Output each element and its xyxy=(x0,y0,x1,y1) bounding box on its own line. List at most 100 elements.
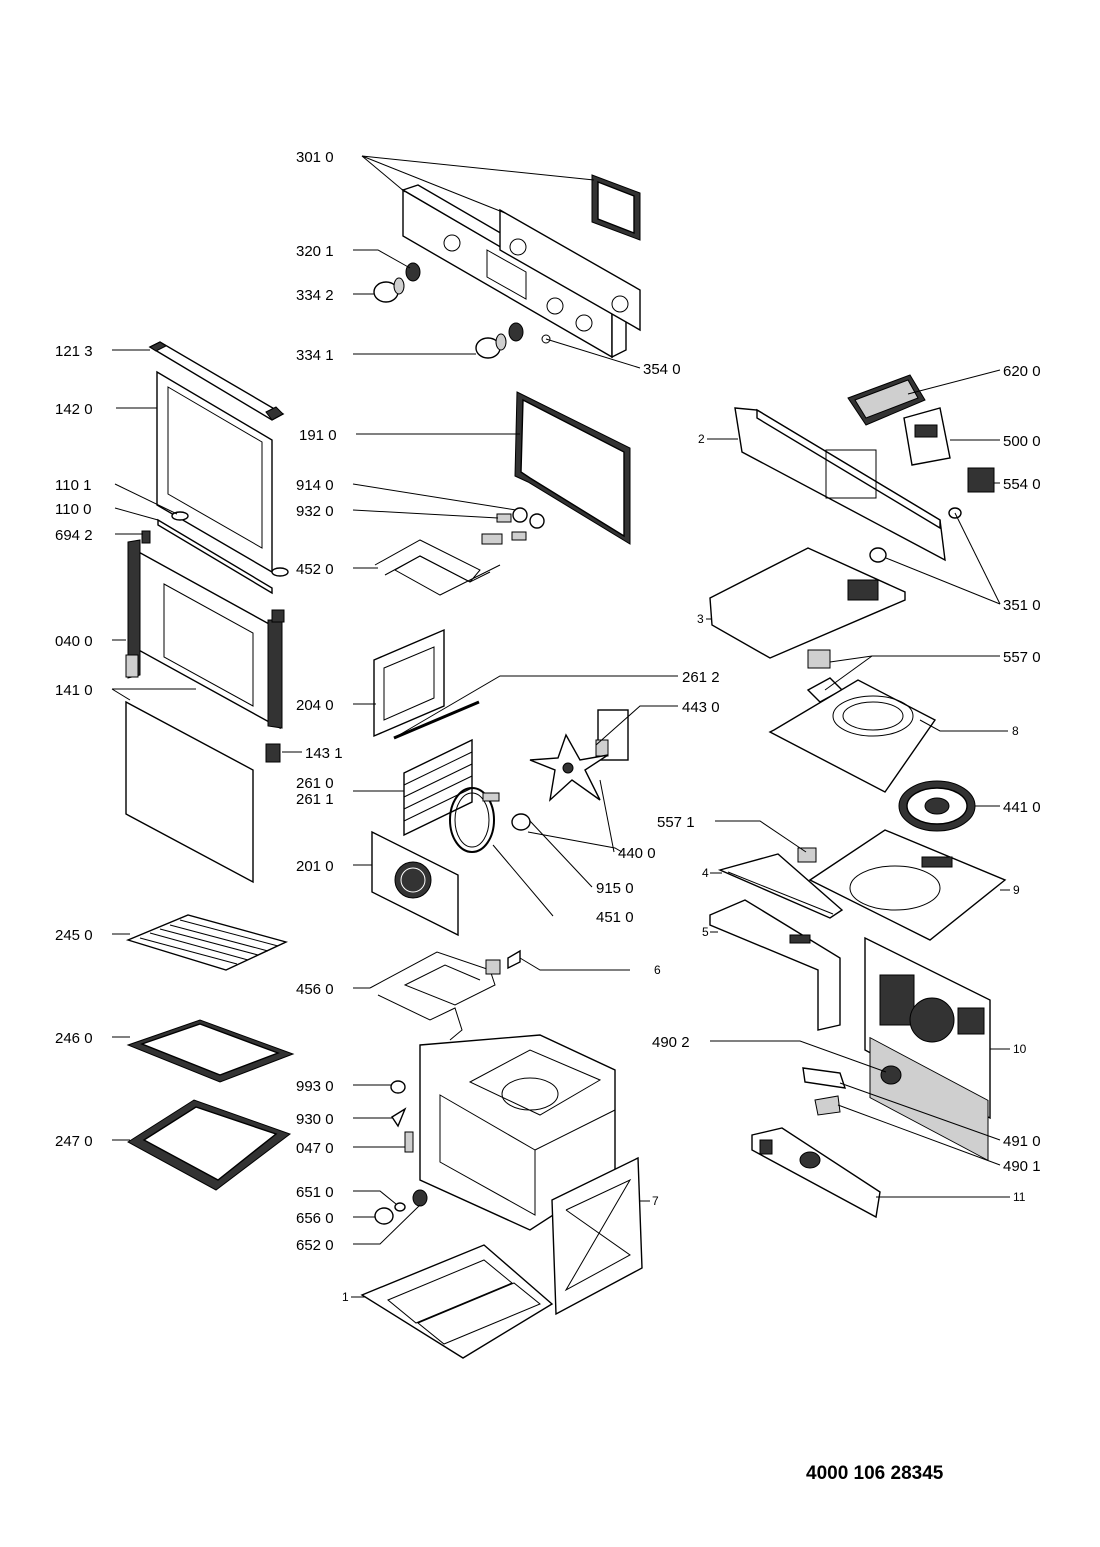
label-301-0: 301 0 xyxy=(296,149,334,166)
label-142-0: 142 0 xyxy=(55,401,93,418)
label-201-0: 201 0 xyxy=(296,858,334,875)
label-8: 8 xyxy=(1012,724,1019,738)
element-bracket xyxy=(507,949,521,970)
label-3: 3 xyxy=(697,612,704,626)
label-320-1: 320 1 xyxy=(296,243,334,260)
label-047-0: 047 0 xyxy=(296,1140,334,1157)
label-040-0: 040 0 xyxy=(55,633,93,650)
rear-panel xyxy=(864,936,991,1162)
label-121-3: 121 3 xyxy=(55,343,93,360)
label-915-0: 915 0 xyxy=(596,880,634,897)
knob-334-2 xyxy=(373,277,405,303)
label-932-0: 932 0 xyxy=(296,503,334,520)
control-glass-panel xyxy=(499,208,641,332)
label-10: 10 xyxy=(1013,1042,1027,1056)
label-451-0: 451 0 xyxy=(596,909,634,926)
door-hinge xyxy=(265,743,281,763)
label-914-0: 914 0 xyxy=(296,477,334,494)
label-2: 2 xyxy=(698,432,705,446)
label-500-0: 500 0 xyxy=(1003,433,1041,450)
label-694-2: 694 2 xyxy=(55,527,93,544)
label-6: 6 xyxy=(654,963,661,977)
part-labels: 301 0 320 1 334 2 334 1 354 0 121 3 142 … xyxy=(55,149,1041,1304)
leader-lines xyxy=(111,155,1010,1298)
label-261-1: 261 1 xyxy=(296,791,334,808)
air-duct xyxy=(717,853,844,919)
side-air-channel xyxy=(709,899,841,1031)
deep-tray xyxy=(127,1099,292,1191)
grill-heating-element xyxy=(374,533,503,596)
label-11: 11 xyxy=(1013,1190,1026,1204)
document-number: 4000 106 28345 xyxy=(806,1463,944,1484)
tangential-cooling-fan xyxy=(898,780,976,832)
label-110-0: 110 0 xyxy=(55,501,91,518)
label-652-0: 652 0 xyxy=(296,1237,334,1254)
label-246-0: 246 0 xyxy=(55,1030,93,1047)
label-452-0: 452 0 xyxy=(296,561,334,578)
bottom-heating-element xyxy=(369,951,501,1041)
label-247-0: 247 0 xyxy=(55,1133,93,1150)
label-490-1: 490 1 xyxy=(1003,1158,1041,1175)
label-993-0: 993 0 xyxy=(296,1078,334,1095)
label-7: 7 xyxy=(652,1194,659,1208)
right-side-panel xyxy=(551,1156,643,1316)
label-110-1: 110 1 xyxy=(55,477,91,494)
circular-heating-element xyxy=(449,787,500,853)
label-204-0: 204 0 xyxy=(296,697,334,714)
selector-switch xyxy=(967,467,995,493)
label-557-1: 557 1 xyxy=(657,814,695,831)
fan-nut xyxy=(511,813,531,831)
label-334-2: 334 2 xyxy=(296,287,334,304)
label-651-0: 651 0 xyxy=(296,1184,334,1201)
bottom-panel xyxy=(360,1244,554,1359)
label-334-1: 334 1 xyxy=(296,347,334,364)
top-insulation-panel xyxy=(808,829,1007,941)
safety-thermostat xyxy=(797,847,817,863)
label-141-0: 141 0 xyxy=(55,682,93,699)
label-245-0: 245 0 xyxy=(55,927,93,944)
lamp-parts xyxy=(496,507,545,541)
label-490-2: 490 2 xyxy=(652,1034,690,1051)
label-557-0: 557 0 xyxy=(1003,649,1041,666)
electrical-bracket xyxy=(751,1127,881,1219)
fan-motor xyxy=(595,709,629,761)
label-4: 4 xyxy=(702,866,709,880)
label-441-0: 441 0 xyxy=(1003,799,1041,816)
label-261-2: 261 2 xyxy=(682,669,720,686)
knob-334-1 xyxy=(475,322,524,359)
label-143-1: 143 1 xyxy=(305,745,343,762)
label-620-0: 620 0 xyxy=(1003,363,1041,380)
wire-shelf xyxy=(125,914,289,971)
label-656-0: 656 0 xyxy=(296,1210,334,1227)
terminal-block xyxy=(847,374,926,426)
door-top-trim xyxy=(148,341,285,421)
inner-door-glass xyxy=(125,700,254,884)
label-5: 5 xyxy=(702,925,709,939)
baking-tray xyxy=(126,1019,295,1083)
label-491-0: 491 0 xyxy=(1003,1133,1041,1150)
label-351-0: 351 0 xyxy=(1003,597,1041,614)
cooling-cover xyxy=(709,547,906,659)
side-runners xyxy=(403,738,473,837)
small-cavity-parts xyxy=(374,1080,428,1225)
label-440-0: 440 0 xyxy=(618,845,656,862)
oven-back-panel xyxy=(371,830,459,937)
electronic-timer xyxy=(903,407,951,466)
inner-door-frame xyxy=(125,530,285,730)
label-1: 1 xyxy=(342,1290,349,1304)
label-930-0: 930 0 xyxy=(296,1111,334,1128)
rear-small-parts xyxy=(802,1065,902,1116)
side-rack-holder xyxy=(373,628,445,738)
label-9: 9 xyxy=(1013,883,1020,897)
label-354-0: 354 0 xyxy=(643,361,681,378)
cooling-fan-housing xyxy=(768,679,937,793)
oven-door-gasket xyxy=(514,391,631,545)
convection-fan xyxy=(529,733,609,802)
label-554-0: 554 0 xyxy=(1003,476,1041,493)
label-443-0: 443 0 xyxy=(682,699,720,716)
display-frame xyxy=(591,174,641,241)
label-191-0: 191 0 xyxy=(299,427,337,444)
shelf-rail xyxy=(393,700,480,740)
